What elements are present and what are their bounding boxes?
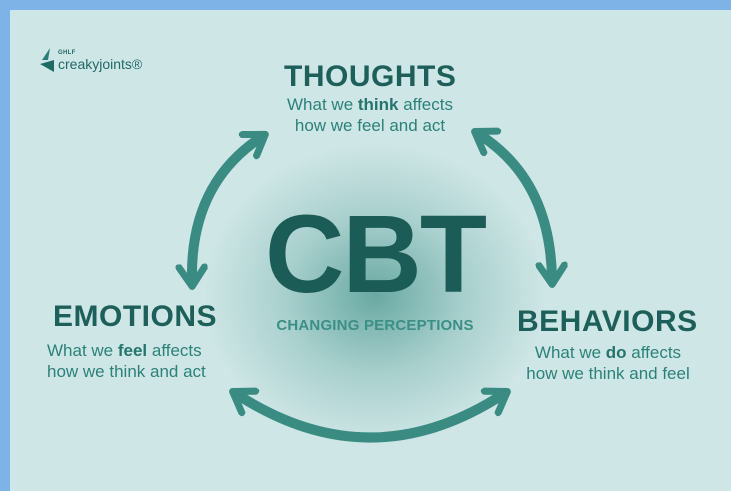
arrow-thoughts-emotions (192, 138, 260, 280)
creakyjoints-logo: GHLF creakyjoints® (38, 40, 142, 80)
arrow-thoughts-behaviors (480, 135, 552, 278)
thoughts-line1-pre: What we (287, 95, 358, 114)
thoughts-keyword: think (357, 95, 399, 114)
cbt-subtitle: CHANGING PERCEPTIONS (276, 317, 474, 334)
thoughts-line2: how we feel and act (294, 116, 446, 135)
arrow-emotions-behaviors (238, 395, 502, 443)
behaviors-line1-post: affects (626, 343, 682, 362)
cbt-diagram: GHLF creakyjoints® THOUGHTS What we thin… (10, 10, 731, 491)
emotions-keyword: feel (117, 341, 148, 360)
emotions-line1-pre: What we (47, 341, 118, 360)
emotions-line2: how we think and act (47, 362, 206, 381)
cycle-arrows (10, 10, 731, 443)
behaviors-description: What we do affects how we think and feel (513, 342, 703, 384)
logo-name: creakyjoints® (58, 55, 143, 72)
emotions-heading: EMOTIONS (53, 300, 218, 333)
emotions-line1-post: affects (147, 341, 202, 360)
cbt-title: CBT (264, 193, 487, 316)
thoughts-heading: THOUGHTS (284, 60, 457, 93)
behaviors-line2: how we think and feel (526, 364, 690, 383)
behaviors-heading: BEHAVIORS (517, 305, 698, 338)
thoughts-description: What we think affects how we feel and ac… (275, 94, 465, 136)
behaviors-line1-pre: What we (534, 343, 606, 362)
logo-org: GHLF (58, 49, 76, 56)
thoughts-line1-post: affects (398, 95, 453, 114)
emotions-description: What we feel affects how we think and ac… (47, 340, 206, 382)
logo-mark-icon (40, 48, 54, 72)
behaviors-keyword: do (605, 343, 627, 362)
